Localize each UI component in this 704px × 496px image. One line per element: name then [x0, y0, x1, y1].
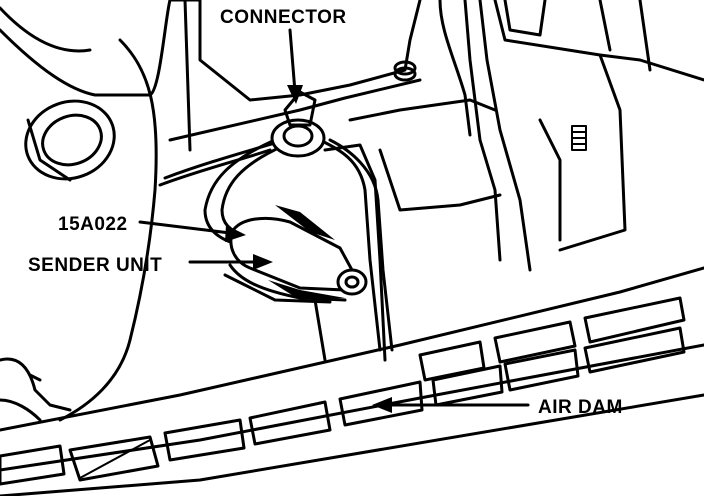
filler-neck-ring	[24, 99, 116, 182]
leader-sender-unit	[188, 254, 273, 270]
engine-structure	[0, 0, 704, 422]
label-air-dam: AIR DAM	[538, 397, 623, 418]
connector-part	[270, 90, 326, 158]
lower-left-hose	[0, 357, 72, 422]
label-sender-unit: SENDER UNIT	[28, 255, 162, 276]
wiring-harness	[158, 138, 394, 352]
air-dam-part	[0, 266, 704, 496]
label-part-number: 15A022	[58, 214, 128, 235]
leader-air-dam	[372, 397, 530, 413]
label-connector: CONNECTOR	[220, 7, 347, 28]
sender-unit-part	[223, 143, 387, 362]
leader-part-number	[138, 220, 246, 242]
leader-connector	[287, 28, 303, 104]
